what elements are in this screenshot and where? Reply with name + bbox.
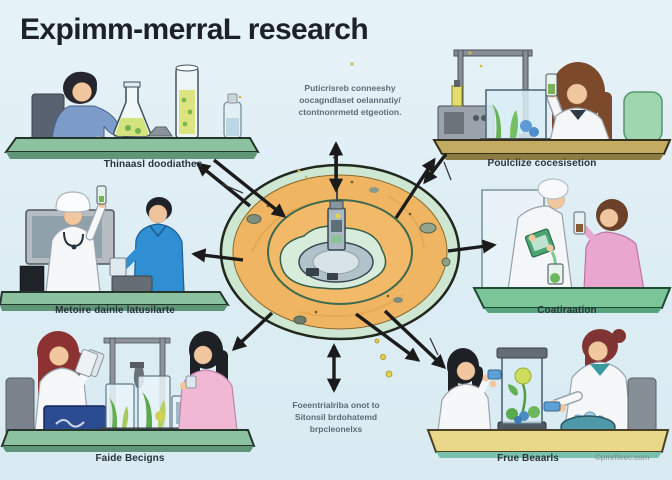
caption-bottom-left: Faide Becigns: [95, 453, 165, 464]
desk-edge: [6, 152, 258, 159]
sample-tube: [573, 211, 586, 235]
pebble: [441, 257, 451, 267]
tan-desk: [426, 429, 670, 453]
pebble: [419, 222, 437, 234]
hand-device: [109, 257, 127, 277]
speed-lines: [221, 161, 452, 356]
auburn-bun-researcher: [543, 329, 633, 435]
blue-sample: [543, 401, 561, 412]
scene-bottom-right-illustration: [426, 329, 670, 458]
droplets-and-specks: [238, 51, 483, 378]
scene-mid-right-illustration: [472, 178, 672, 313]
arrow-right: [447, 239, 497, 254]
pebble: [293, 315, 307, 325]
desk-edge: [2, 446, 254, 452]
scene-bottom-left-illustration: [0, 331, 256, 452]
desk-edge: [436, 452, 662, 458]
desk-edge: [484, 308, 662, 313]
desk-instrument: [146, 126, 173, 137]
note-top-line: ctontnonrmetd etgeotion.: [298, 107, 402, 117]
arrow-to-bottom-right-2: [383, 309, 447, 369]
pc-tower: [19, 265, 45, 295]
scene-mid-left-illustration: [0, 185, 230, 311]
green-desk: [0, 429, 256, 447]
green-chair: [623, 91, 663, 143]
graduated-cylinder: [175, 64, 199, 139]
desk-instrument: [111, 275, 153, 293]
doctor-with-cap: [45, 185, 107, 293]
pebble: [246, 214, 262, 224]
man-blue-scrubs: [109, 197, 185, 293]
caption-mid-left: Metoire dainle latusilarte: [55, 305, 175, 316]
note-top-line: Puticrisreb conneeshy: [304, 83, 396, 93]
arrow-to-bottom-left: [231, 311, 274, 351]
note-bottom-line: Sitonsil brdohatemd: [294, 412, 378, 422]
caption-bottom-right: Frue Beaarls: [497, 453, 559, 464]
watermark: ©pmrfteec.com: [595, 453, 650, 462]
caption-mid-right: Coatiraation: [537, 305, 597, 316]
blue-sample: [487, 369, 502, 380]
instrument-box: [437, 80, 495, 141]
specimen-tank: [480, 89, 556, 145]
desk-edge: [442, 154, 664, 160]
arrow-from-top-right: [423, 152, 448, 185]
green-desk: [0, 291, 230, 306]
scene-top-right-illustration: [432, 49, 672, 160]
water-bottle: [223, 93, 242, 139]
raised-test-tube: [545, 73, 558, 97]
note-bottom-line: brpcleonelxs: [309, 424, 363, 434]
caption-top-left: Thinaasl doodiathes: [103, 159, 203, 170]
desk-edge: [0, 305, 228, 311]
raised-test-tube: [96, 185, 107, 205]
hand-item: [185, 375, 197, 389]
green-desk: [4, 137, 260, 153]
cards-in-hand: [74, 349, 105, 378]
office-chair: [627, 377, 657, 437]
scene-top-left-illustration: [4, 64, 260, 159]
pebble: [369, 187, 379, 193]
tan-desk: [432, 139, 672, 155]
radiating-arrows: [191, 141, 497, 393]
arrow-to-bottom-right-1: [354, 312, 421, 362]
note-top-line: oocagndlaset oelannatiy/: [299, 95, 401, 105]
caption-top-right: Poulclize cocesisetion: [487, 158, 597, 169]
arrow-from-top-left: [212, 158, 287, 218]
pebble: [393, 297, 403, 303]
man-pouring-reagent: [507, 178, 573, 291]
center-hub-dish: [219, 153, 461, 341]
page-title: Expimm-merraL research: [20, 13, 369, 46]
erlenmeyer-flask: [113, 81, 151, 137]
woman-pink-blouse: [573, 199, 645, 291]
arrow-left: [191, 248, 244, 263]
note-bottom: Foeentrialriba onot to Sitonsil brdohate…: [292, 399, 379, 435]
woman-pink-cardigan: [177, 331, 239, 441]
note-top: Puticrisreb conneeshy oocagndlaset oelan…: [299, 82, 402, 118]
note-bottom-line: Foeentrialriba onot to: [292, 400, 380, 410]
office-chair: [5, 377, 35, 437]
terrarium-tank: [496, 347, 548, 435]
